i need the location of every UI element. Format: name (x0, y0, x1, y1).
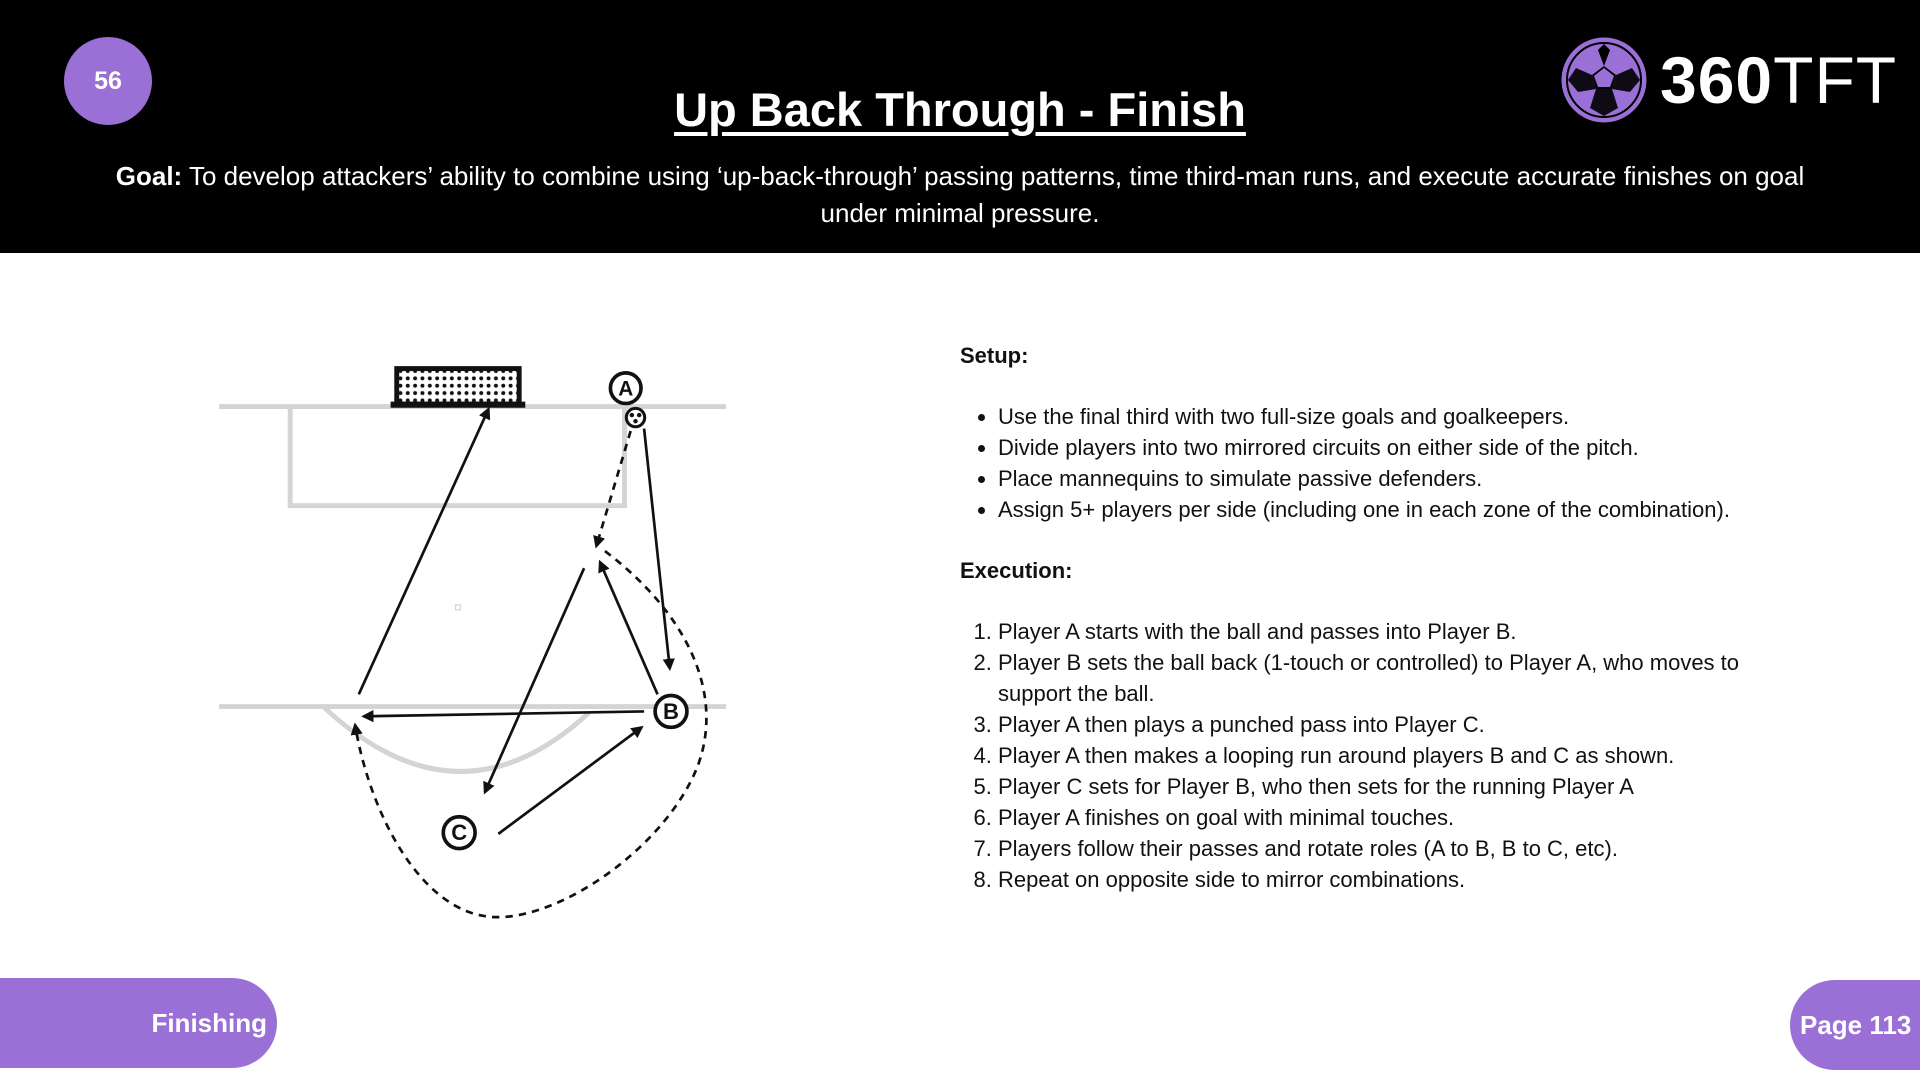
run-a-support-arrow (593, 430, 632, 549)
list-item: Players follow their passes and rotate r… (998, 833, 1800, 864)
pitch-markings (219, 404, 727, 774)
list-item: Player B sets the ball back (1-touch or … (998, 647, 1800, 709)
goal-label: Goal: (115, 161, 183, 191)
goal-text: To develop attackers’ ability to combine… (182, 161, 1805, 228)
execution-heading: Execution: (960, 558, 1073, 583)
set-b-to-runner-arrow (361, 710, 645, 723)
category-tab: Finishing (0, 978, 277, 1068)
list-item: Assign 5+ players per side (including on… (998, 494, 1800, 525)
goal-description: Goal: To develop attackers’ ability to c… (110, 158, 1810, 232)
svg-text:A: A (618, 378, 633, 401)
pass-a-to-b-arrow (642, 428, 675, 672)
svg-text:B: B (663, 699, 679, 724)
setup-heading: Setup: (960, 343, 1029, 368)
penalty-box (287, 406, 627, 509)
list-item: Place mannequins to simulate passive def… (998, 463, 1800, 494)
soccer-ball-icon (1561, 37, 1647, 123)
shot-arrow (357, 406, 491, 695)
list-item: Repeat on opposite side to mirror combin… (998, 864, 1800, 895)
session-number-badge: 56 (64, 37, 152, 125)
set-c-to-b-arrow (497, 725, 644, 835)
logo: 360TFT (1560, 36, 1897, 124)
player-a: A (608, 371, 643, 406)
page-title: Up Back Through - Finish (674, 83, 1246, 136)
player-b: B (653, 693, 689, 730)
penalty-arc (322, 705, 591, 774)
list-item: Player A then plays a punched pass into … (998, 709, 1800, 740)
pass-a-to-c-arrow (483, 567, 586, 795)
header: 56 Up Back Through - Finish Goal: To dev… (0, 0, 1920, 253)
list-item: Player A then makes a looping run around… (998, 740, 1800, 771)
player-c: C (441, 814, 477, 851)
list-item: Player C sets for Player B, who then set… (998, 771, 1800, 802)
list-item: Player A finishes on goal with minimal t… (998, 802, 1800, 833)
logo-text: 360TFT (1660, 43, 1898, 117)
ball-icon (624, 406, 647, 429)
list-item: Divide players into two mirrored circuit… (998, 432, 1800, 463)
svg-text:C: C (451, 820, 467, 845)
list-item: Player A starts with the ball and passes… (998, 616, 1800, 647)
setup-list: Use the final third with two full-size g… (960, 401, 1800, 525)
set-b-to-a-arrow (598, 559, 659, 695)
looping-run-arrow (350, 549, 708, 919)
goal (390, 366, 526, 408)
penalty-spot (454, 604, 462, 611)
list-item: Use the final third with two full-size g… (998, 401, 1800, 432)
execution-list: Player A starts with the ball and passes… (960, 616, 1800, 895)
page-number: Page 113 (1790, 980, 1920, 1070)
instructions: Setup: Use the final third with two full… (960, 340, 1800, 895)
